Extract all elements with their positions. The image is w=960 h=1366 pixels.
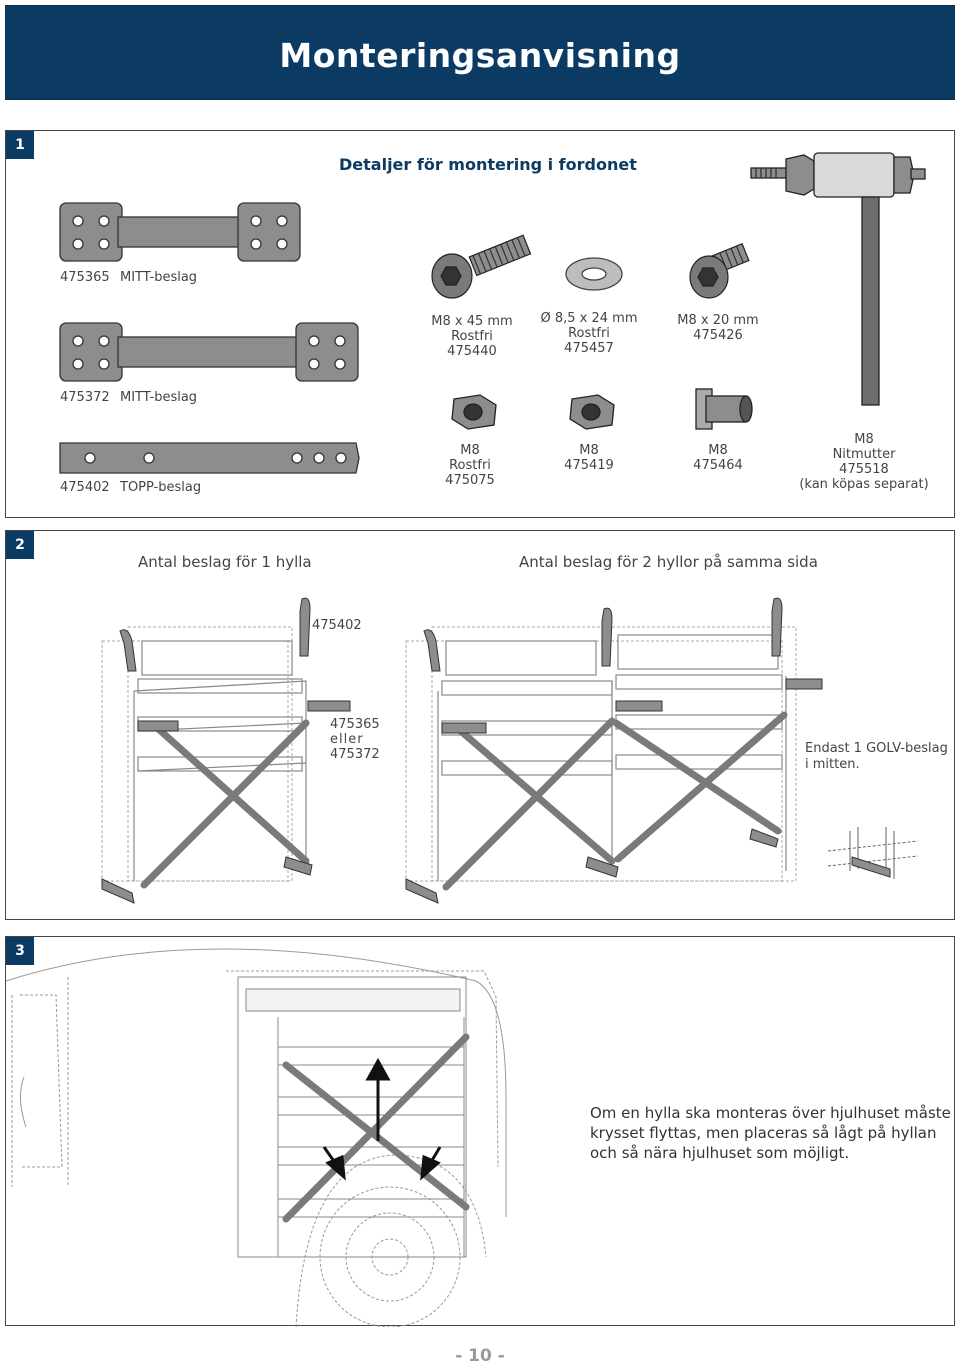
van-body-icon xyxy=(6,948,507,1217)
part-label: M8 Rostfri 475075 xyxy=(445,443,495,488)
section-number: 2 xyxy=(6,531,34,559)
heading-one-shelf: Antal beslag för 1 hylla xyxy=(138,553,312,571)
floor-bracket-detail-icon xyxy=(827,827,919,879)
bracket-code: 475402 xyxy=(60,480,110,495)
page-title: Monteringsanvisning xyxy=(279,36,681,75)
topp-bracket-475402-icon xyxy=(59,442,360,474)
arrow-up-icon xyxy=(365,1057,391,1141)
section-title: Detaljer för montering i fordonet xyxy=(339,155,637,174)
heading-two-shelves: Antal beslag för 2 hyllor på samma sida xyxy=(519,553,818,571)
page-number: - 10 - xyxy=(455,1346,505,1366)
arrow-down-left-icon xyxy=(322,1146,346,1181)
rivet-nut-475464-icon xyxy=(695,388,753,430)
bolt-475426-icon xyxy=(689,243,750,299)
page-header: Monteringsanvisning xyxy=(5,5,955,100)
top-bracket-code: 475402 xyxy=(312,618,362,633)
nut-475419-icon xyxy=(569,394,615,430)
nitmutter-tool-475518-icon xyxy=(750,152,926,406)
section-1: 1 Detaljer för montering i fordonet xyxy=(5,130,955,518)
bracket-code: 475372 xyxy=(60,390,110,405)
section-2: 2 Antal beslag för 1 hylla Antal beslag … xyxy=(5,530,955,920)
floor-bracket-icon xyxy=(101,828,779,904)
section-3: 3 xyxy=(5,936,955,1327)
instruction-text: Om en hylla ska monteras över hjulhuset … xyxy=(590,1104,951,1162)
shelf-unit-icon xyxy=(133,640,307,881)
section-number: 1 xyxy=(6,131,34,159)
mitt-bracket-475365-icon xyxy=(59,202,301,262)
shelf-mounting-illustration xyxy=(101,597,919,904)
nut-475075-icon xyxy=(451,394,497,430)
van-wheelhouse-illustration xyxy=(6,948,507,1327)
mid-bracket-codes: 475365 eller 475372 xyxy=(330,717,380,762)
part-label: M8 Nitmutter 475518 (kan köpas separat) xyxy=(799,432,929,492)
shelf-unit-icon xyxy=(237,976,467,1258)
section-number: 3 xyxy=(6,937,34,965)
washer-475457-icon xyxy=(565,257,623,291)
mid-bracket-icon xyxy=(137,678,823,734)
bracket-name: MITT-beslag xyxy=(120,390,198,405)
top-bracket-icon xyxy=(119,597,783,672)
floor-bracket-note: Endast 1 GOLV-beslag i mitten. xyxy=(805,741,948,772)
part-label: Ø 8,5 x 24 mm Rostfri 475457 xyxy=(540,311,638,356)
parts-illustration xyxy=(59,152,926,474)
part-label: M8 x 20 mm 475426 xyxy=(677,313,759,343)
cross-strut-icon xyxy=(282,1033,470,1223)
bracket-name: MITT-beslag xyxy=(120,270,198,285)
part-label: M8 x 45 mm Rostfri 475440 xyxy=(431,314,513,359)
arrow-down-right-icon xyxy=(420,1146,442,1181)
cross-strut-icon xyxy=(140,711,788,891)
bolt-475440-icon xyxy=(431,234,532,299)
part-label: M8 475419 xyxy=(564,443,614,473)
bracket-name: TOPP-beslag xyxy=(120,480,202,495)
part-label: M8 475464 xyxy=(693,443,743,473)
mitt-bracket-475372-icon xyxy=(59,322,359,382)
bracket-code: 475365 xyxy=(60,270,110,285)
